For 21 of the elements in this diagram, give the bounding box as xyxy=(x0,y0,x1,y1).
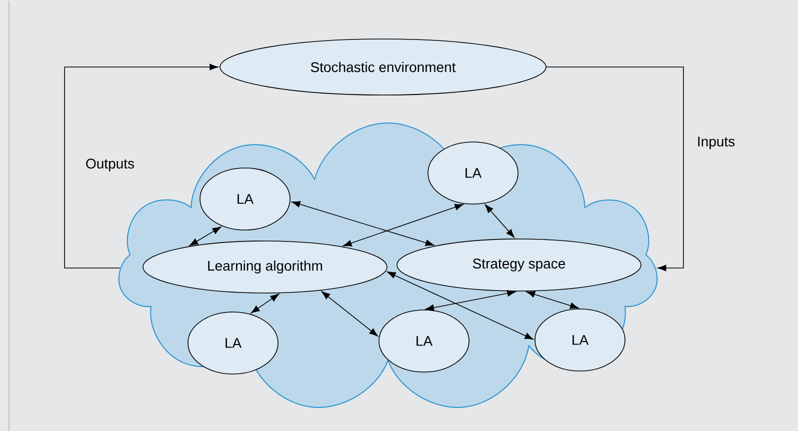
arrow xyxy=(526,291,579,309)
edge-label: Outputs xyxy=(84,158,136,172)
ellipse-node: Strategy space xyxy=(396,238,642,292)
ellipse-node: Learning algorithm xyxy=(142,240,388,294)
arrow xyxy=(546,66,684,272)
ellipse-node: Stochastic environment xyxy=(220,38,546,96)
ellipse-node: LA xyxy=(534,308,626,372)
ellipse-node: LA xyxy=(188,312,278,374)
arrow xyxy=(484,204,515,238)
ellipse-node: LA xyxy=(378,310,470,372)
ellipse-node: LA xyxy=(200,168,290,230)
arrow xyxy=(250,294,280,314)
arrow xyxy=(292,201,434,246)
arrow xyxy=(425,290,516,311)
ellipse-node: LA xyxy=(428,142,518,204)
arrow xyxy=(64,64,218,268)
edge-label: Inputs xyxy=(696,136,736,150)
arrow xyxy=(189,226,222,246)
arrow xyxy=(343,204,464,246)
arrow xyxy=(321,291,378,336)
arrow xyxy=(387,272,534,340)
